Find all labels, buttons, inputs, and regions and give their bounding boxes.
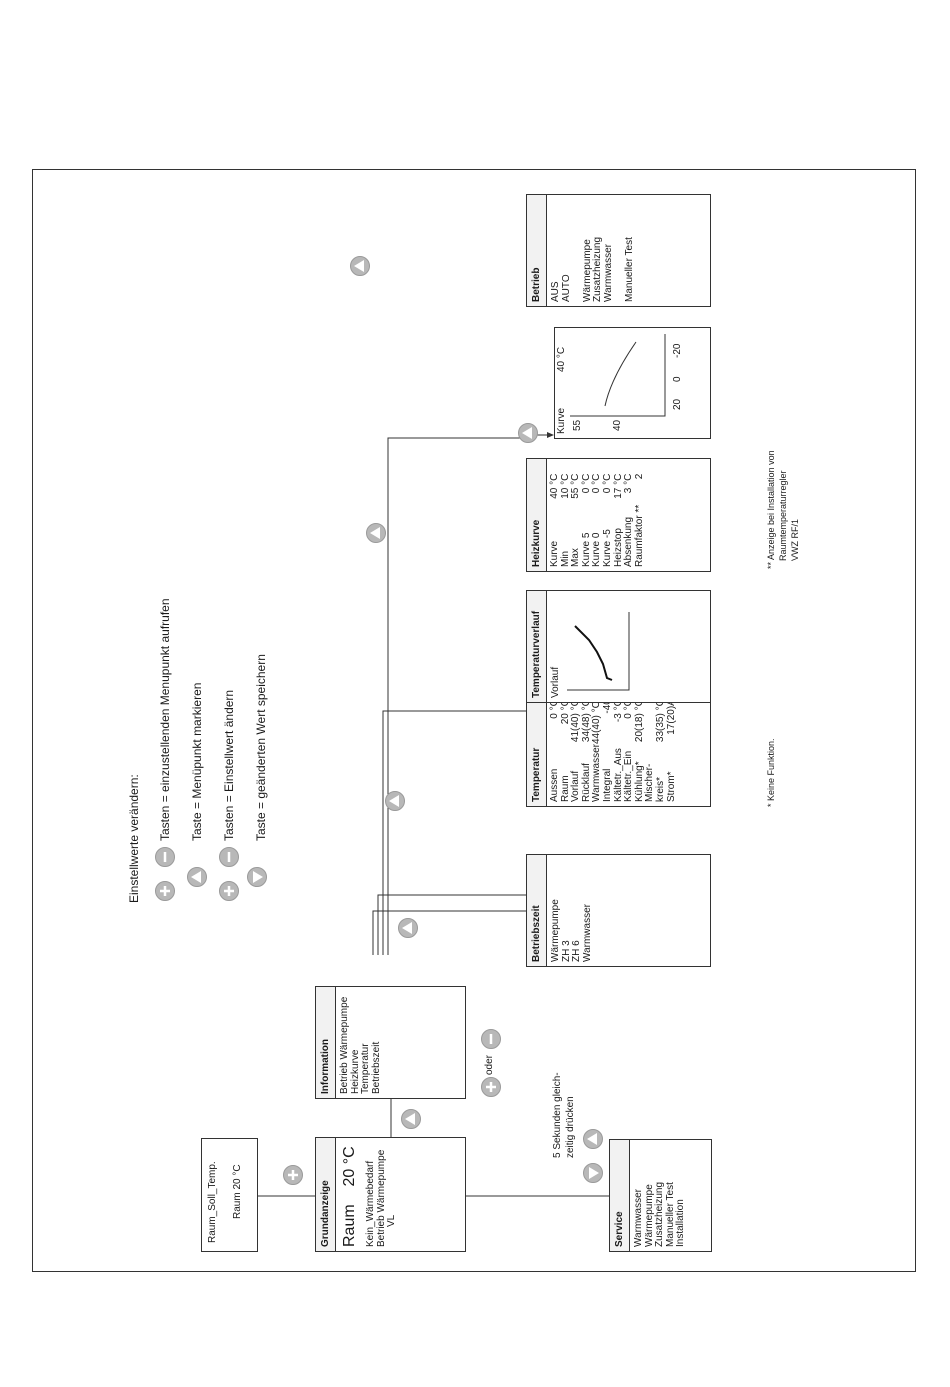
raum-soll-value: Raum 20 °C bbox=[231, 1164, 243, 1219]
raum-soll-title: Raum_Soll_Temp. bbox=[207, 1161, 218, 1243]
betriebszeit-title: Betriebszeit bbox=[527, 855, 547, 966]
temp-label: Aussen bbox=[549, 768, 560, 802]
table-row: Integral -40 bbox=[601, 699, 614, 802]
grundanzeige-title: Grundanzeige bbox=[316, 1138, 336, 1251]
heiz-value: 0 °C bbox=[601, 473, 613, 494]
connector-info-heizkurve bbox=[382, 710, 526, 955]
temp-label: kreis* bbox=[654, 776, 666, 802]
heiz-label: Kurve -5 bbox=[601, 529, 613, 567]
graph-axes bbox=[567, 612, 630, 691]
table-row: Kurve -5 0 °C bbox=[601, 473, 614, 567]
service-title: Service bbox=[610, 1140, 630, 1251]
oder-label: oder bbox=[484, 1054, 495, 1075]
betrieb-box: Betrieb AUS AUTO Wärmepumpe Zusatzheizun… bbox=[526, 194, 711, 307]
heiz-label: Raumfaktor ** bbox=[633, 504, 645, 567]
service-line-5: Installation bbox=[675, 1199, 687, 1247]
heiz-value: 2 bbox=[633, 473, 645, 480]
betrieb-line-8: Manueller Test bbox=[624, 237, 636, 302]
connector-lines bbox=[258, 432, 609, 1197]
table-row: Raumfaktor ** 2 bbox=[633, 473, 646, 567]
menu-diagram: Einstellwerte verändern: Tasten = einzus… bbox=[33, 170, 917, 1273]
kurve-curve bbox=[604, 341, 637, 407]
legend-row-4: Taste = geänderten Wert speichern bbox=[254, 654, 268, 841]
raum-soll-box: Raum_Soll_Temp. Raum 20 °C bbox=[201, 1138, 258, 1252]
service-line-1: Warmwasser bbox=[633, 1189, 644, 1247]
footnote-double-star-1: ** Anzeige bei Installation von bbox=[766, 450, 776, 569]
table-row: kreis* 33(35) °C bbox=[654, 699, 667, 802]
up-icon bbox=[398, 918, 418, 938]
temp-value: 33(35) °C bbox=[654, 699, 666, 743]
betriebszeit-line-4: Warmwasser bbox=[581, 904, 593, 962]
connector-info-betriebszeit bbox=[372, 910, 526, 955]
grundanzeige-box: Grundanzeige Raum 20 °C Kein_Wärmebedarf… bbox=[315, 1137, 466, 1252]
minus-icon bbox=[481, 1029, 501, 1049]
arrow-heiz-kurve bbox=[547, 432, 554, 438]
footnote-star: * Keine Funktion. bbox=[766, 738, 776, 807]
up-icon bbox=[518, 423, 538, 443]
temp-value: 0 °C bbox=[549, 699, 560, 719]
minus-icon bbox=[219, 847, 239, 867]
service-label-1: 5 Sekunden gleich- bbox=[552, 1072, 563, 1158]
up-icon bbox=[401, 1109, 421, 1129]
information-box: Information Betrieb Wärmepumpe Heizkurve… bbox=[315, 986, 466, 1099]
betrieb-line-1: AUS bbox=[550, 281, 561, 302]
footnote-double-star-3: VWZ RF/1 bbox=[790, 519, 800, 561]
up-icon bbox=[187, 867, 207, 887]
heiz-value: 40 °C bbox=[549, 473, 560, 499]
plus-icon bbox=[481, 1077, 501, 1097]
betriebszeit-line-1: Wärmepumpe bbox=[550, 899, 561, 962]
temp-value: 20(18) °C bbox=[633, 699, 645, 743]
legend-row-1: Tasten = einzustellenden Menupunkt aufru… bbox=[158, 598, 172, 841]
plus-icon bbox=[283, 1165, 303, 1185]
legend-title: Einstellwerte verändern: bbox=[127, 774, 141, 903]
betrieb-line-2: AUTO bbox=[560, 274, 572, 302]
down-icon bbox=[247, 867, 267, 887]
diagram-frame: Einstellwerte verändern: Tasten = einzus… bbox=[32, 169, 916, 1272]
up-icon bbox=[350, 256, 370, 276]
grundanzeige-main: Raum 20 °C bbox=[341, 1146, 358, 1247]
temp-label: Integral bbox=[601, 768, 613, 802]
temperaturverlauf-box: Temperaturverlauf Vorlauf bbox=[526, 590, 711, 703]
minus-icon bbox=[155, 847, 175, 867]
information-title: Information bbox=[316, 987, 336, 1098]
footnote-double-star-2: Raumtemperaturregler bbox=[778, 470, 788, 561]
heizkurve-title: Heizkurve bbox=[527, 459, 547, 571]
table-row: Kurve 40 °C bbox=[549, 473, 561, 567]
heiz-label: Kurve bbox=[549, 540, 560, 567]
grundanzeige-line-3: VL bbox=[386, 1214, 398, 1227]
kurve-axes bbox=[570, 334, 666, 417]
grundanzeige-line-2: Betrieb Wärmepumpe bbox=[375, 1149, 387, 1247]
up-icon bbox=[366, 523, 386, 543]
graph-curve bbox=[574, 625, 613, 681]
temp-label: Strom* bbox=[665, 771, 677, 802]
up-icon bbox=[385, 791, 405, 811]
betrieb-title: Betrieb bbox=[527, 195, 547, 306]
legend-row-2: Taste = Menüpunkt markieren bbox=[190, 682, 204, 841]
kurve-graph bbox=[570, 334, 666, 417]
betriebszeit-box: Betriebszeit Wärmepumpe ZH 3 ZH 6 Warmwa… bbox=[526, 854, 711, 967]
table-row: Strom* 17(20)A bbox=[665, 699, 678, 802]
plus-icon bbox=[219, 881, 239, 901]
betrieb-line-6: Warmwasser bbox=[602, 244, 614, 302]
temperaturverlauf-title: Temperaturverlauf bbox=[527, 591, 547, 702]
information-line-1: Betrieb Wärmepumpe bbox=[339, 996, 350, 1094]
connector-info-temperatur bbox=[377, 894, 526, 955]
temp-value: 17(20)A bbox=[665, 699, 677, 735]
temperaturverlauf-graph bbox=[567, 612, 630, 691]
service-label-2: zeitig drücken bbox=[565, 1096, 576, 1158]
table-row: Aussen 0 °C bbox=[549, 699, 561, 802]
plus-icon bbox=[155, 881, 175, 901]
legend-row-3: Tasten = Einstellwert ändern bbox=[222, 689, 236, 841]
information-line-4: Betriebszeit bbox=[370, 1041, 382, 1094]
temp-value: -40 bbox=[601, 699, 613, 714]
service-box: Service Warmwasser Wärmepumpe Zusatzheiz… bbox=[609, 1139, 712, 1252]
grundanzeige-line-1: Kein_Wärmebedarf bbox=[365, 1160, 376, 1247]
connector-info-betrieb bbox=[387, 437, 526, 955]
down-icon bbox=[583, 1163, 603, 1183]
kurve-box: Kurve 40 °C 55 40 20 0 -20 bbox=[554, 327, 711, 439]
up-icon bbox=[583, 1129, 603, 1149]
